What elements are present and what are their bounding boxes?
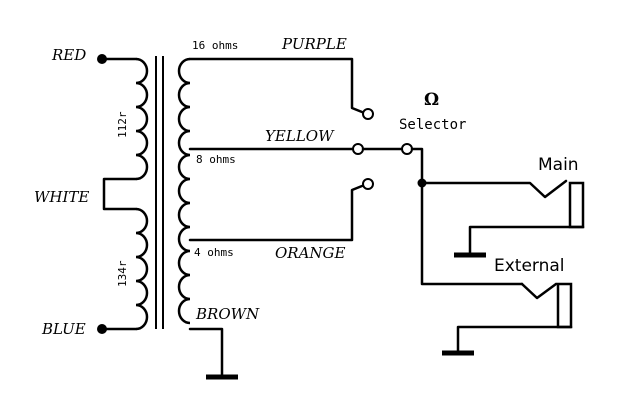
- selector-label: Selector: [399, 117, 466, 133]
- primary-winding: [97, 54, 149, 334]
- purple-16-ohm-wire: [188, 57, 364, 114]
- main-jack-tip-wire: [420, 179, 568, 199]
- orange-4-ohm-wire: [188, 184, 364, 242]
- external-jack-ground-wire: [456, 325, 573, 354]
- tap-4-ohms-label: 4 ohms: [194, 246, 234, 259]
- main-jack-ground-wire: [468, 225, 585, 256]
- selector-contact-4-ohm: [362, 178, 374, 190]
- transformer-core: [155, 56, 164, 329]
- blue-label: BLUE: [41, 320, 86, 338]
- selector-contact-8-ohm: [352, 143, 364, 155]
- external-output-jack: [442, 282, 573, 356]
- white-label: WHITE: [34, 188, 89, 206]
- orange-label: ORANGE: [275, 244, 346, 262]
- main-jack-label: Main: [538, 155, 579, 175]
- red-terminal-dot: [97, 54, 107, 64]
- brown-common-wire: [188, 327, 224, 378]
- lower-primary-resistance-label: 134r: [116, 260, 129, 287]
- main-jack-sleeve-icon: [568, 181, 585, 229]
- primary-upper-coil: [135, 57, 149, 181]
- external-jack-sleeve-icon: [556, 282, 573, 329]
- tap-16-ohms-label: 16 ohms: [192, 39, 238, 52]
- upper-primary-resistance-label: 112r: [116, 111, 129, 138]
- white-center-tap-wire: [102, 177, 138, 211]
- secondary-coil: [177, 57, 191, 325]
- purple-label: PURPLE: [281, 35, 347, 53]
- secondary-winding: [177, 57, 364, 380]
- ohm-symbol: Ω: [424, 90, 439, 110]
- red-label: RED: [51, 46, 86, 64]
- external-jack-label: External: [494, 256, 565, 276]
- brown-label: BROWN: [195, 305, 260, 323]
- primary-lower-coil: [135, 207, 149, 331]
- external-jack-tip-wire: [520, 282, 558, 300]
- selector-contact-16-ohm: [362, 108, 374, 120]
- yellow-label: YELLOW: [265, 127, 335, 145]
- blue-terminal-dot: [97, 324, 107, 334]
- impedance-selector-switch: [352, 108, 524, 286]
- main-output-jack: [420, 179, 585, 258]
- selector-common-contact: [401, 143, 413, 155]
- selector-output-wire: [410, 147, 524, 286]
- tap-8-ohms-label: 8 ohms: [196, 153, 236, 166]
